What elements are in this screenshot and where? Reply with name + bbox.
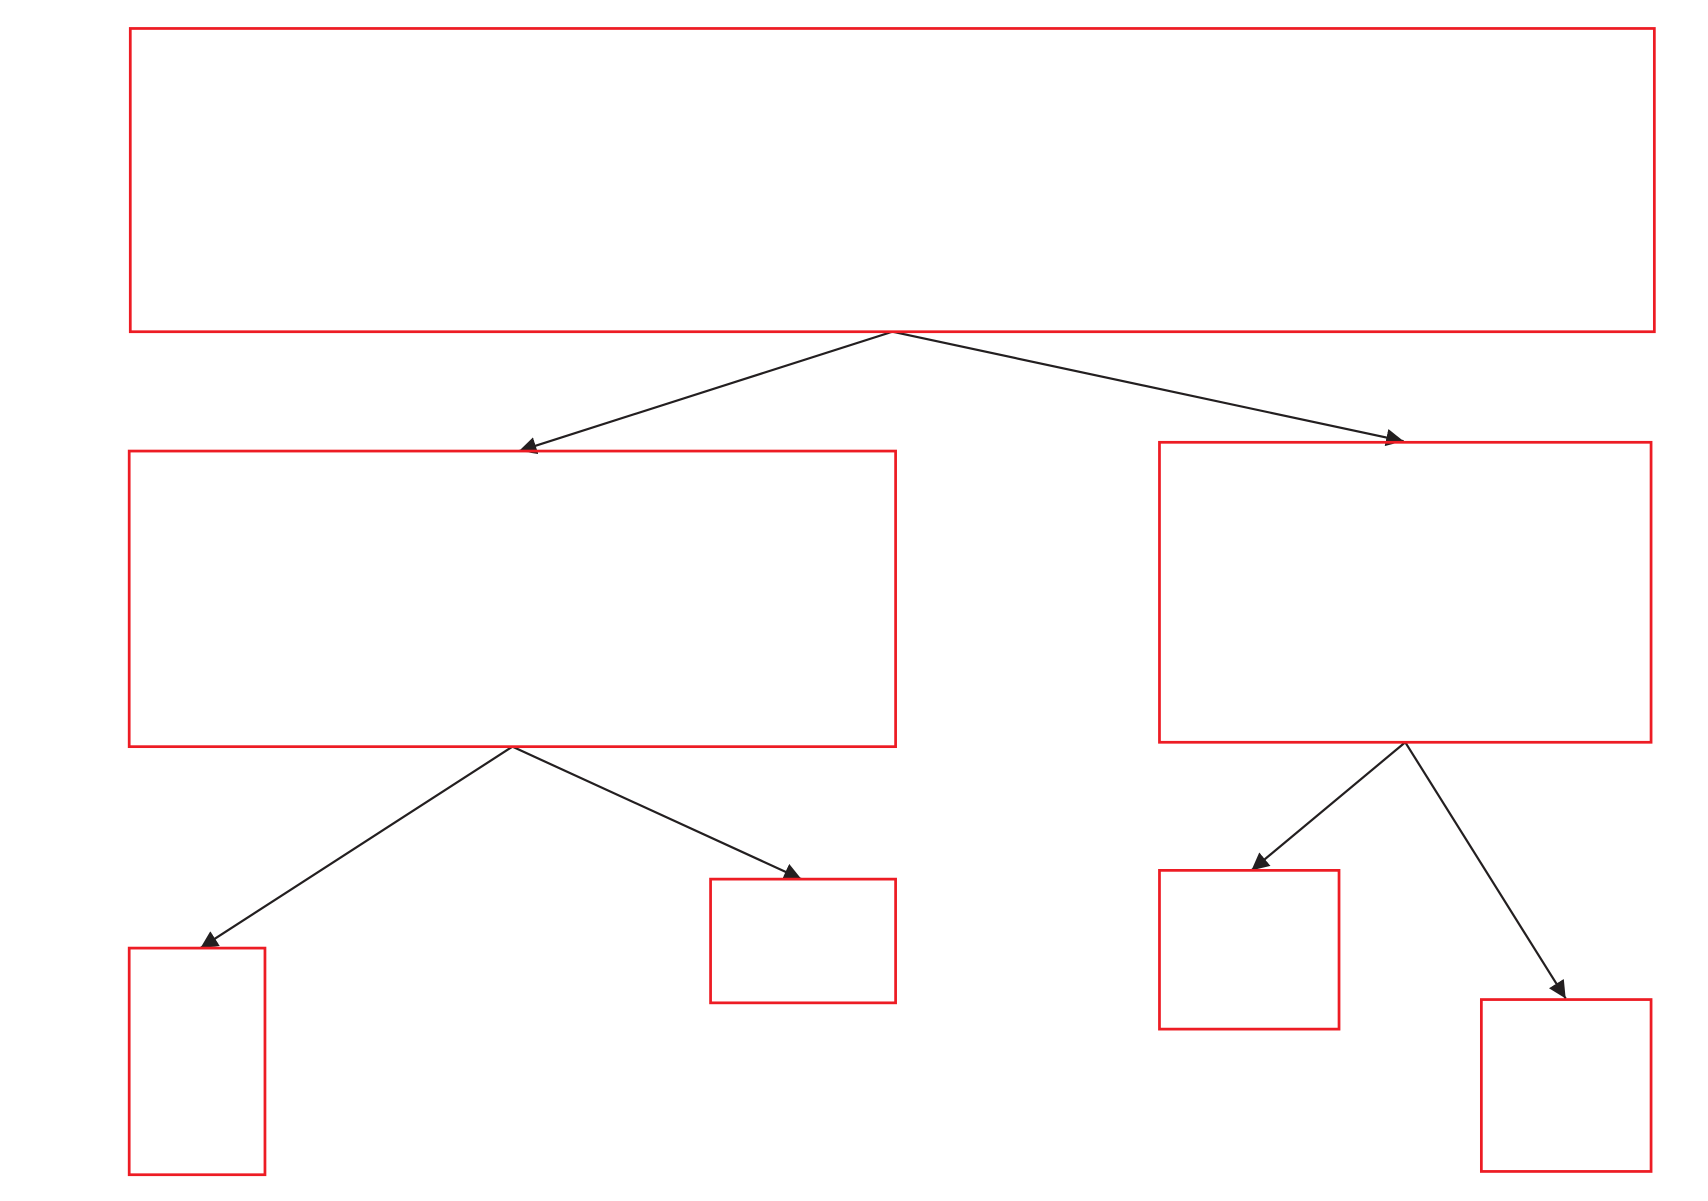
- edge-left-to-left-right: [511, 745, 802, 881]
- node-root: [128, 27, 1656, 334]
- node-left-right: [709, 877, 897, 1005]
- edge-root-to-left: [518, 330, 893, 455]
- edge-left-to-left-left: [199, 745, 513, 950]
- node-right: [1158, 440, 1653, 744]
- edge-right-to-right-right: [1404, 741, 1567, 1000]
- node-left-left: [127, 946, 267, 1177]
- node-right-right: [1479, 998, 1653, 1173]
- node-right-left: [1158, 869, 1341, 1031]
- edge-root-to-right: [892, 330, 1404, 447]
- edge-right-to-right-left: [1250, 741, 1406, 872]
- node-left: [127, 449, 897, 749]
